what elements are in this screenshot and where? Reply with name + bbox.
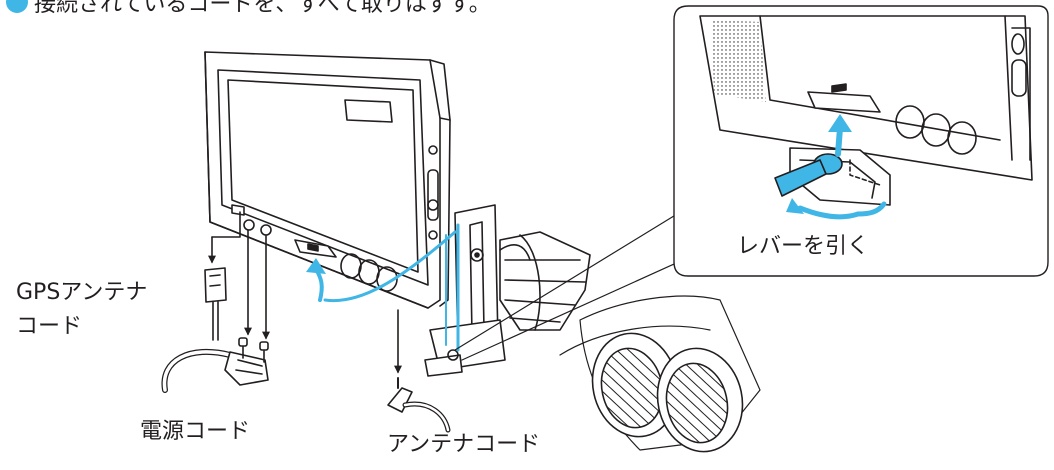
step-text: 接続されているコードを、すべて取りはずす。: [34, 0, 491, 17]
side-slider-icon: [427, 169, 439, 221]
antenna-connector: [387, 309, 451, 433]
antenna-jack-icon: [260, 224, 272, 236]
gps-antenna-cord-label: GPSアンテナ コード: [16, 276, 147, 344]
pull-lever-label: レバーを引く: [737, 234, 870, 259]
step-instruction: 接続されているコードを、すべて取りはずす。: [6, 0, 491, 18]
step-number-badge: [6, 0, 28, 13]
power-jack-icon: [243, 219, 255, 231]
gps-label-line1: GPSアンテナ: [16, 280, 148, 305]
dashboard-sketch: [559, 295, 761, 453]
mounting-stand: [424, 204, 591, 377]
lever-icon: [774, 159, 827, 197]
removal-motion-arrows: [306, 223, 460, 352]
navigation-unit: [204, 51, 451, 309]
gps-label-line2: コード: [16, 314, 83, 340]
antenna-cord-label: アンテナコード: [387, 432, 541, 457]
power-cord-label: 電源コード: [140, 419, 251, 444]
gps-antenna-connector: [204, 211, 241, 341]
power-connector: [161, 229, 270, 393]
lever-detail-inset: [673, 5, 1049, 277]
